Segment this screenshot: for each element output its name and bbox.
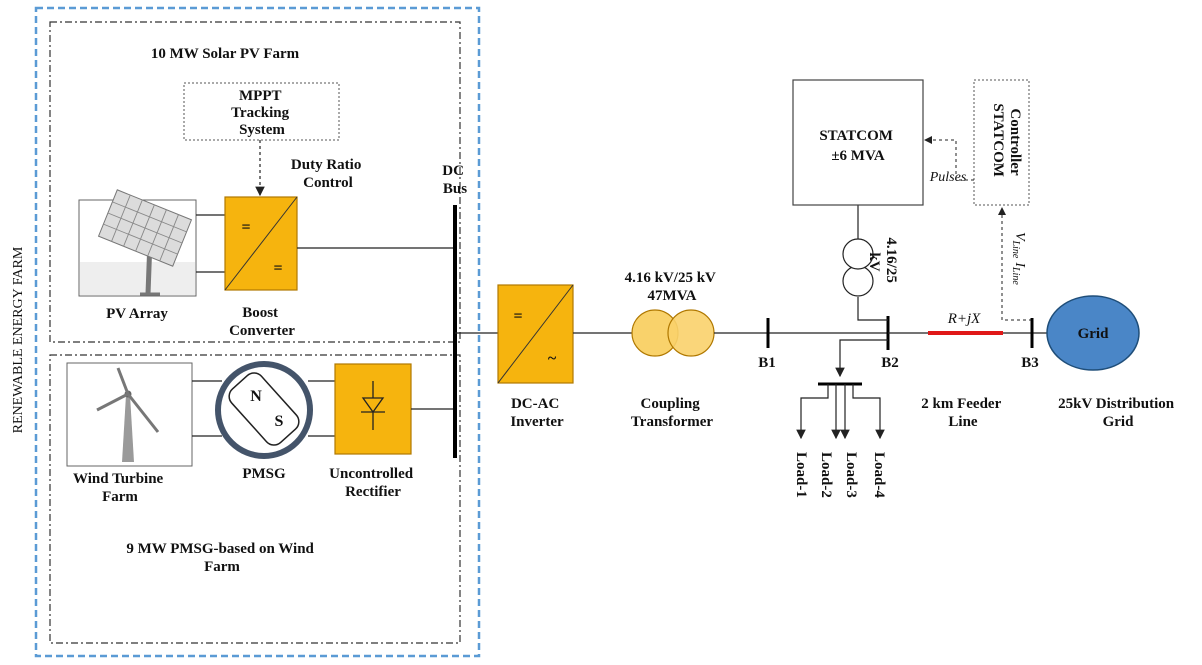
statcom-transformer-rating: 4.16/25 kV — [866, 237, 899, 286]
feeder-label: 2 km Feeder Line — [921, 396, 1004, 430]
statcom-box — [792, 79, 924, 206]
dc-bus-label: DC Bus — [442, 163, 467, 197]
mppt-label: MPPT Tracking System — [231, 88, 293, 138]
solar-panel-icon — [78, 189, 197, 297]
pmsg-pole-n: N — [250, 388, 262, 405]
solar-farm-title: 10 MW Solar PV Farm — [151, 46, 300, 62]
pmsg-label: PMSG — [242, 466, 286, 482]
grid-icon-label: Grid — [1078, 326, 1109, 342]
statcom-controller-label: STATCOM Controller — [990, 103, 1023, 180]
pmsg-generator-icon — [215, 361, 313, 459]
grid-icon — [1046, 295, 1140, 371]
statcom-controller-box — [973, 79, 1030, 206]
load-feeder-line — [835, 339, 888, 378]
measurement-signal-arrow — [998, 207, 1032, 321]
boost-converter-diagonal — [224, 196, 298, 291]
pmsg-pole-s: S — [275, 413, 284, 430]
solar-farm-border — [49, 21, 461, 343]
inverter-ac-symbol: ~ — [548, 350, 557, 367]
transformer-rating: 4.16 kV/25 kV 47MVA — [625, 270, 720, 304]
duty-ratio-label: Duty Ratio Control — [291, 157, 365, 191]
statcom-transformer-icon — [842, 238, 874, 297]
feeder-impedance-label: R+jX — [947, 311, 981, 327]
inverter-diagonal — [497, 284, 574, 384]
pv-array-label: PV Array — [106, 306, 168, 322]
statcom-branch-line — [857, 297, 888, 321]
bus-b2-label: B2 — [881, 355, 899, 371]
coupling-transformer-icon — [631, 309, 715, 357]
inverter-label: DC-AC Inverter — [510, 396, 564, 430]
renewable-farm-border — [34, 6, 481, 658]
load-2-label: Load-2 — [818, 452, 834, 498]
load-4-label: Load-4 — [871, 452, 887, 498]
wind-farm-border — [49, 354, 461, 644]
inverter-dc-symbol: = — [513, 308, 522, 325]
boost-input-symbol: = — [241, 219, 250, 236]
boost-output-symbol: = — [273, 260, 282, 277]
wind-turbine-icon — [66, 362, 193, 467]
measurement-label: VLineILine — [1010, 232, 1027, 285]
load-branches — [796, 384, 885, 440]
wind-farm-title: 9 MW PMSG-based on Wind Farm — [126, 541, 317, 575]
pulses-label: Pulses — [929, 170, 967, 185]
bus-b1-label: B1 — [758, 355, 776, 371]
load-1-label: Load-1 — [793, 452, 809, 498]
bus-b3-label: B3 — [1021, 355, 1039, 371]
rectifier-label: Uncontrolled Rectifier — [329, 466, 417, 500]
boost-converter-label: Boost Converter — [229, 305, 295, 339]
load-3-label: Load-3 — [843, 452, 859, 498]
pulses-arrow — [924, 136, 974, 181]
grid-caption: 25kV Distribution Grid — [1058, 396, 1178, 430]
statcom-box-label: STATCOM ±6 MVA — [819, 128, 896, 164]
coupling-transformer-label: Coupling Transformer — [631, 396, 714, 430]
mppt-tracking-box — [183, 82, 340, 141]
diode-icon — [361, 381, 385, 430]
wind-turbine-label: Wind Turbine Farm — [73, 471, 167, 505]
renewable-farm-title: RENEWABLE ENERGY FARM — [11, 246, 26, 433]
